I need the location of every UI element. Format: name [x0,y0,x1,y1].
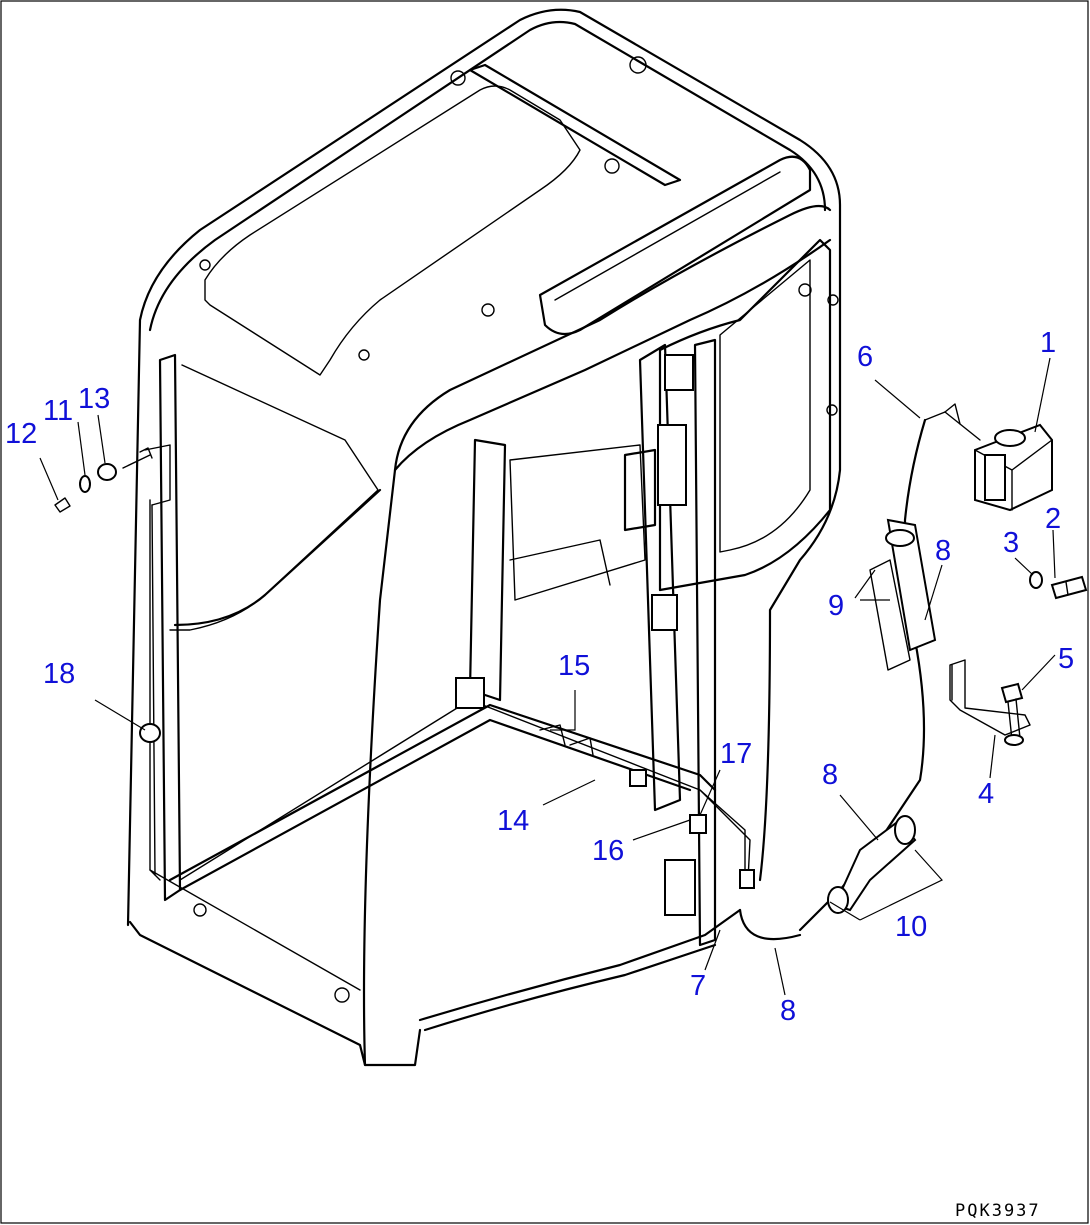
callout-3: 3 [1003,527,1019,559]
callout-5: 5 [1058,643,1074,675]
callout-17: 17 [720,738,752,770]
hose-sleeve-lower [827,815,917,914]
protector-9 [869,559,911,671]
clip-hardware [54,447,153,513]
grommet-18 [139,723,161,743]
washer-tank [974,423,1053,512]
figure-code: PQK3937 [955,1201,1041,1221]
bolt-2 [1050,575,1088,600]
callout-18: 18 [43,658,75,690]
floor-clamps [455,677,755,889]
callout-13: 13 [78,383,110,415]
callout-16: 16 [592,835,624,867]
washer-3 [1029,571,1043,589]
callout-7: 7 [690,970,706,1002]
callout-6: 6 [857,341,873,373]
callout-10: 10 [895,911,927,943]
callout-2: 2 [1045,503,1061,535]
leader-lines [39,357,1056,996]
callout-14: 14 [497,805,529,837]
callouts: 1 2 3 4 5 6 7 8 8 8 9 10 11 12 13 14 15 … [5,327,1074,1027]
bolt-5 [1000,682,1024,746]
cab-body [126,8,842,1067]
callout-12: 12 [5,418,37,450]
bracket-4 [949,659,1031,736]
hose-sleeve-upper [885,518,937,652]
callout-15: 15 [558,650,590,682]
callout-4: 4 [978,778,994,810]
callout-8-upper: 8 [935,535,951,567]
callout-8-lower: 8 [780,995,796,1027]
callout-11: 11 [43,395,73,427]
callout-8-middle: 8 [822,759,838,791]
callout-9: 9 [828,590,844,622]
wire-harness [144,444,751,881]
callout-1: 1 [1040,327,1056,359]
